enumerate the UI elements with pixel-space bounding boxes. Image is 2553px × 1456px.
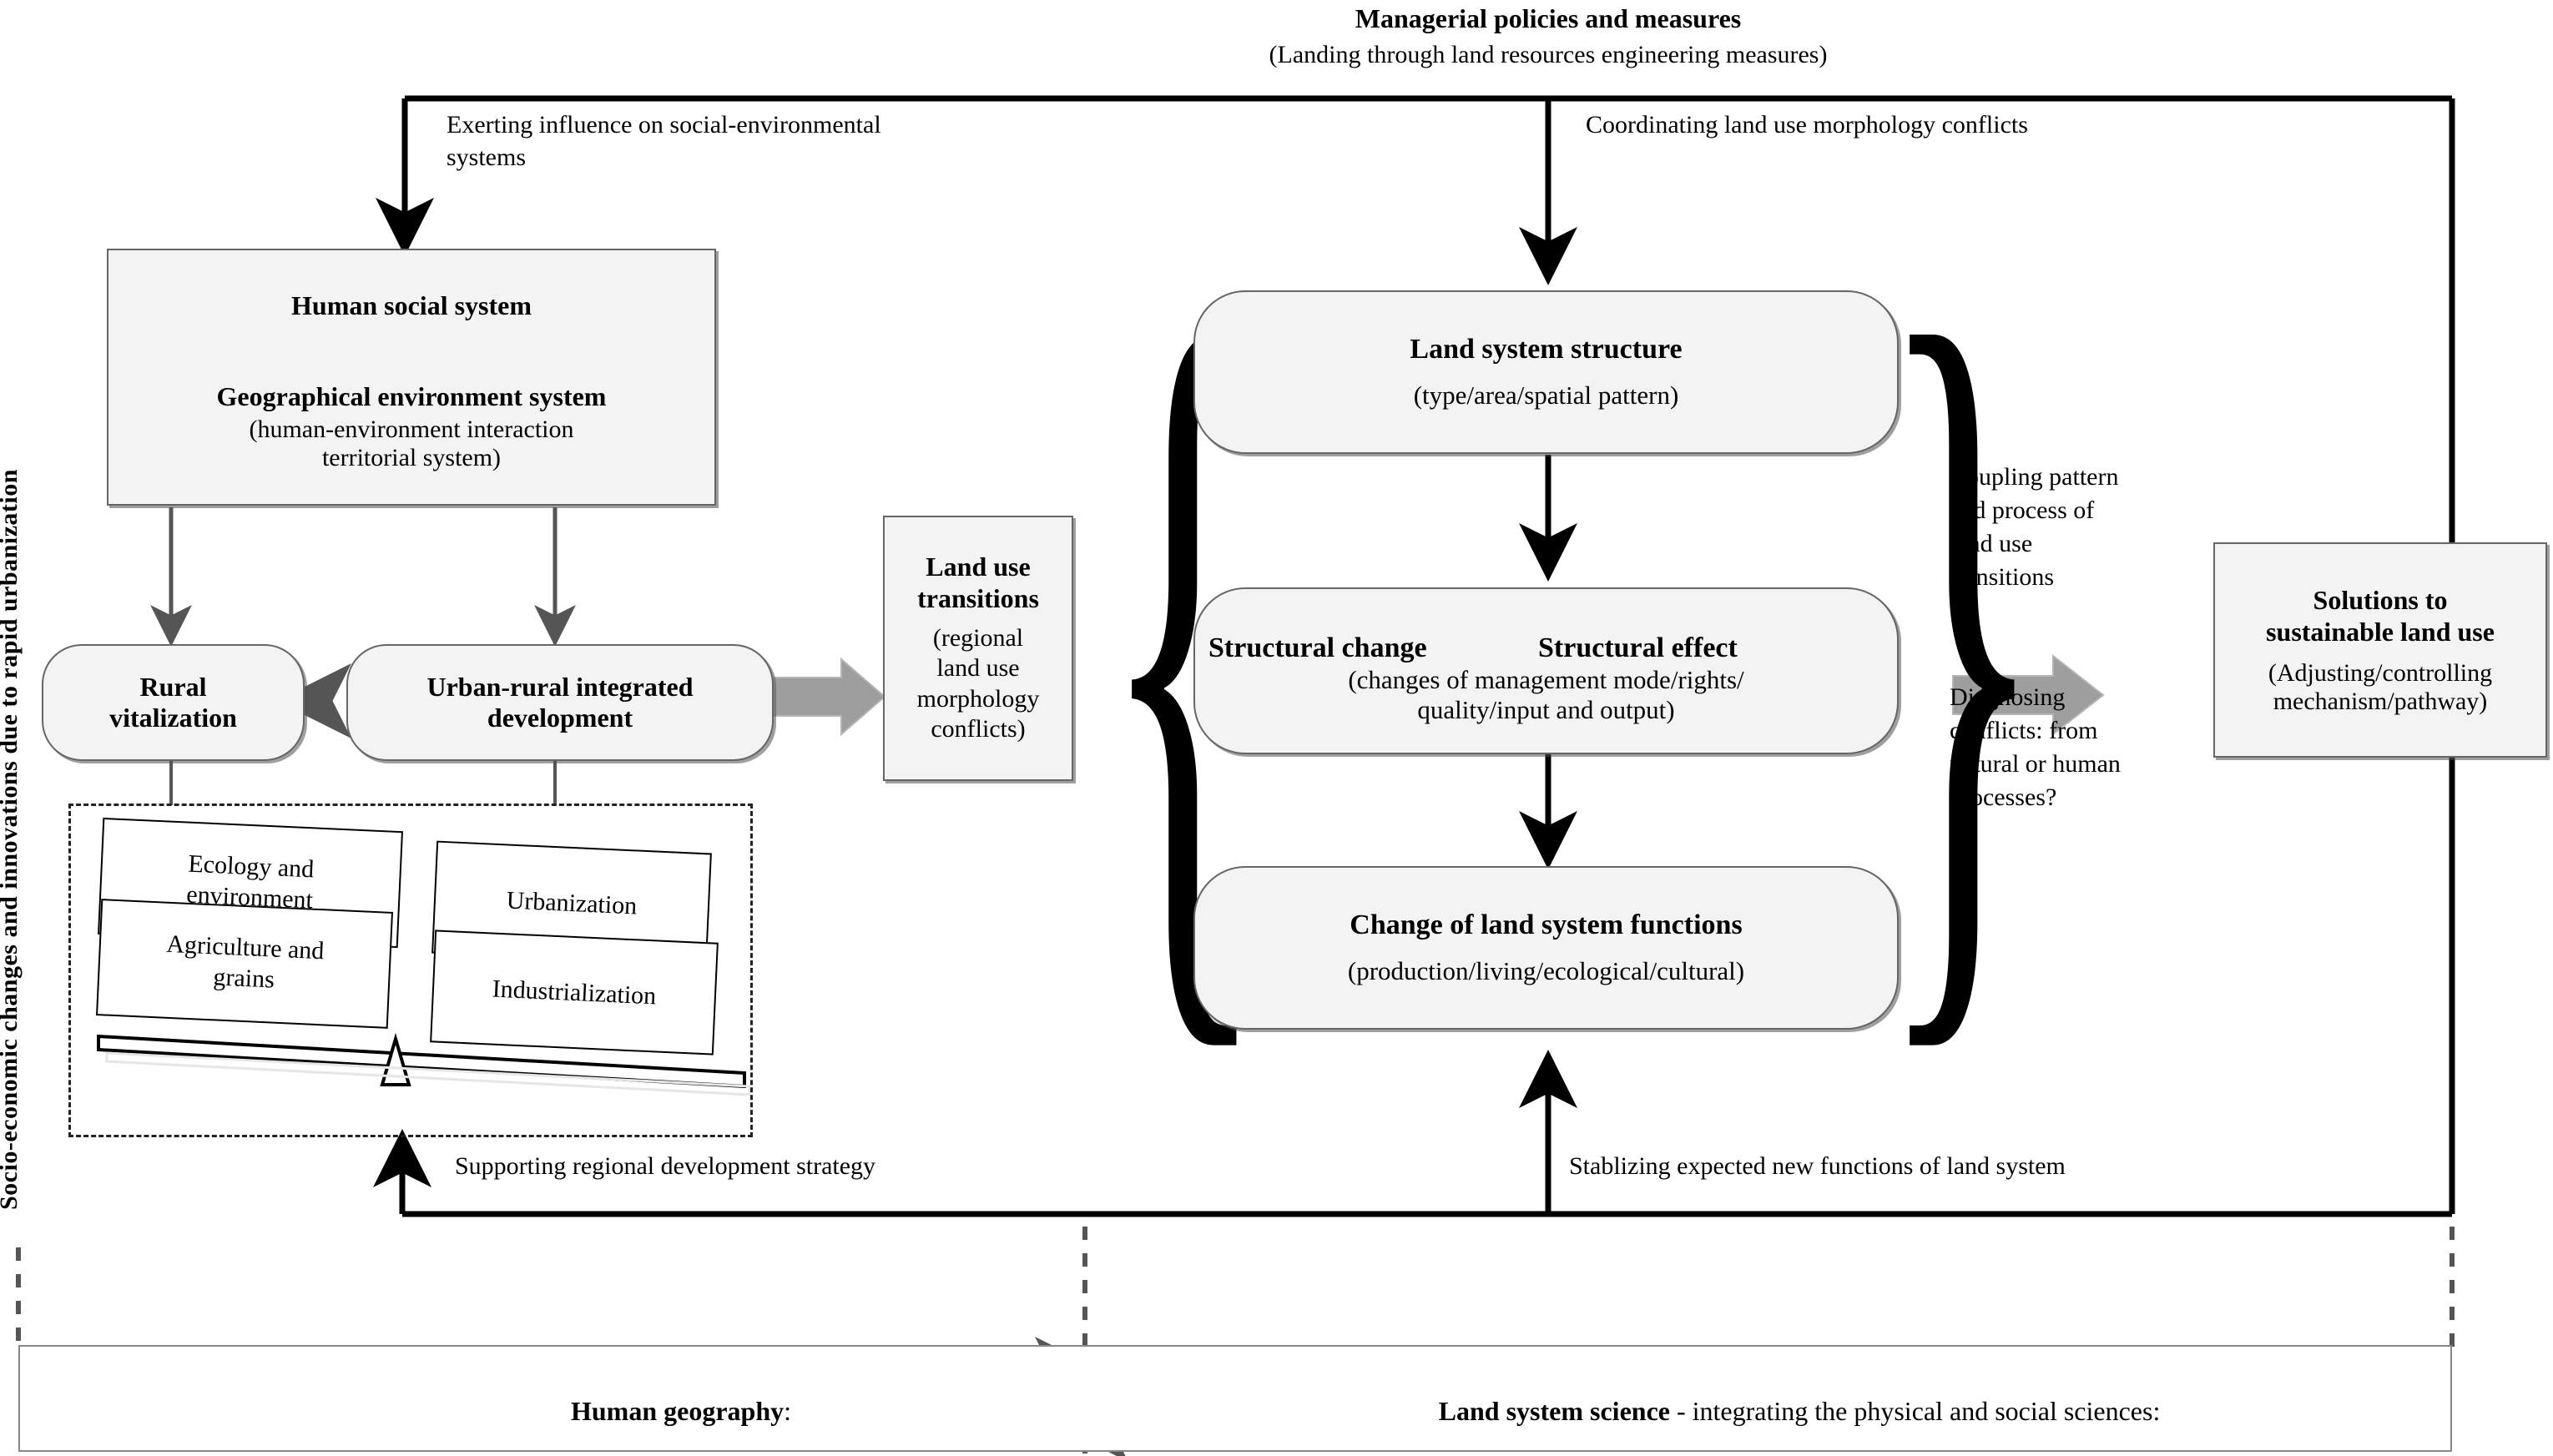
- annotation-top-right: Coordinating land use morphology conflic…: [1586, 111, 2028, 139]
- balance-dashed-region: [68, 804, 753, 1137]
- urban-rural-line2: development: [487, 703, 633, 733]
- land-system-structure-detail: (type/area/spatial pattern): [1413, 380, 1679, 410]
- land-use-transitions-box: Land use transitions (regional land use …: [883, 516, 1073, 781]
- annotation-coupling-pattern: Coupling pattern and process of land use…: [1950, 463, 2119, 591]
- solutions-title: Solutions to sustainable land use: [2266, 584, 2495, 647]
- footer-right-bold: Land system science: [1438, 1395, 1670, 1426]
- human-environment-system-box: Human social system Geographical environ…: [107, 249, 716, 506]
- solutions-box: Solutions to sustainable land use (Adjus…: [2213, 542, 2547, 758]
- structural-effect-label: Structural effect: [1538, 632, 1738, 663]
- system-to-subsystems: [150, 507, 576, 647]
- annotation-bottom-left: Supporting regional development strategy: [455, 1152, 876, 1180]
- land-use-transitions-title: Land use transitions: [917, 552, 1039, 613]
- balance-item-agriculture: Agriculture and grains: [96, 899, 393, 1029]
- figure-title: Managerial policies and measures: [1355, 3, 1742, 33]
- system-detail-line2: territorial system): [321, 444, 502, 471]
- urban-rural-development-box: Urban-rural integrated development: [346, 644, 774, 761]
- urban-rural-line1: Urban-rural integrated: [426, 672, 694, 702]
- footer-bar: [18, 1345, 2452, 1452]
- land-system-functions-detail: (production/living/ecological/cultural): [1347, 956, 1745, 985]
- balance-item-agriculture-label: Agriculture and grains: [165, 930, 325, 994]
- rural-vitalization-box: Rural vitalization: [42, 644, 305, 761]
- footer-right-rest: - integrating the physical and social sc…: [1669, 1395, 2161, 1426]
- solutions-detail-line1: (Adjusting/controlling: [2268, 659, 2493, 688]
- grey-arrow-to-transitions: [774, 657, 886, 737]
- system-detail-line1: (human-environment interaction: [249, 416, 574, 443]
- center-right-brace: }: [1878, 165, 2046, 1116]
- structural-change-detail-line1: (changes of management mode/rights/: [1348, 665, 1744, 694]
- land-system-functions-title: Change of land system functions: [1350, 909, 1743, 940]
- footer-right-block: Land system science - integrating the ph…: [1160, 1360, 2412, 1456]
- structural-change-label: Structural change: [1208, 632, 1427, 663]
- structural-change-detail-line2: quality/input and output): [1417, 695, 1675, 724]
- footer-left-rest: :: [784, 1395, 792, 1426]
- annotation-top-left: Exerting influence on social-environment…: [447, 111, 881, 171]
- balance-item-industrialization: Industrialization: [430, 930, 719, 1055]
- structural-change-effect-box: (changes of management mode/rights/ qual…: [1193, 587, 1899, 754]
- rural-vitalization-line1: Rural: [139, 672, 207, 702]
- land-system-structure-title: Land system structure: [1410, 334, 1683, 365]
- footer-left-bold: Human geography: [570, 1395, 785, 1426]
- vertical-axis-label: Socio-economic changes and innovations d…: [0, 469, 23, 1210]
- solutions-detail-line2: mechanism/pathway): [2273, 688, 2488, 716]
- footer-left-block: Human geography: theoretical cognition: [250, 1360, 1085, 1456]
- subsystems-to-balance: [169, 759, 557, 805]
- geographical-environment-system-label: Geographical environment system: [216, 381, 607, 411]
- figure-subtitle: (Landing through land resources engineer…: [1269, 41, 1828, 68]
- balance-item-industrialization-label: Industrialization: [492, 975, 657, 1010]
- annotation-diagnosing-conflicts: Diagnosing conflicts: from natural or hu…: [1950, 683, 2121, 811]
- land-system-structure-box: Land system structure (type/area/spatial…: [1193, 290, 1899, 454]
- rural-vitalization-line2: vitalization: [109, 703, 237, 733]
- annotation-bottom-right: Stablizing expected new functions of lan…: [1569, 1152, 2066, 1180]
- human-social-system-label: Human social system: [291, 290, 532, 320]
- balance-item-urbanization-label: Urbanization: [506, 885, 638, 920]
- land-system-functions-box: Change of land system functions (product…: [1193, 866, 1899, 1030]
- land-use-transitions-detail: (regional land use morphology conflicts): [916, 623, 1040, 743]
